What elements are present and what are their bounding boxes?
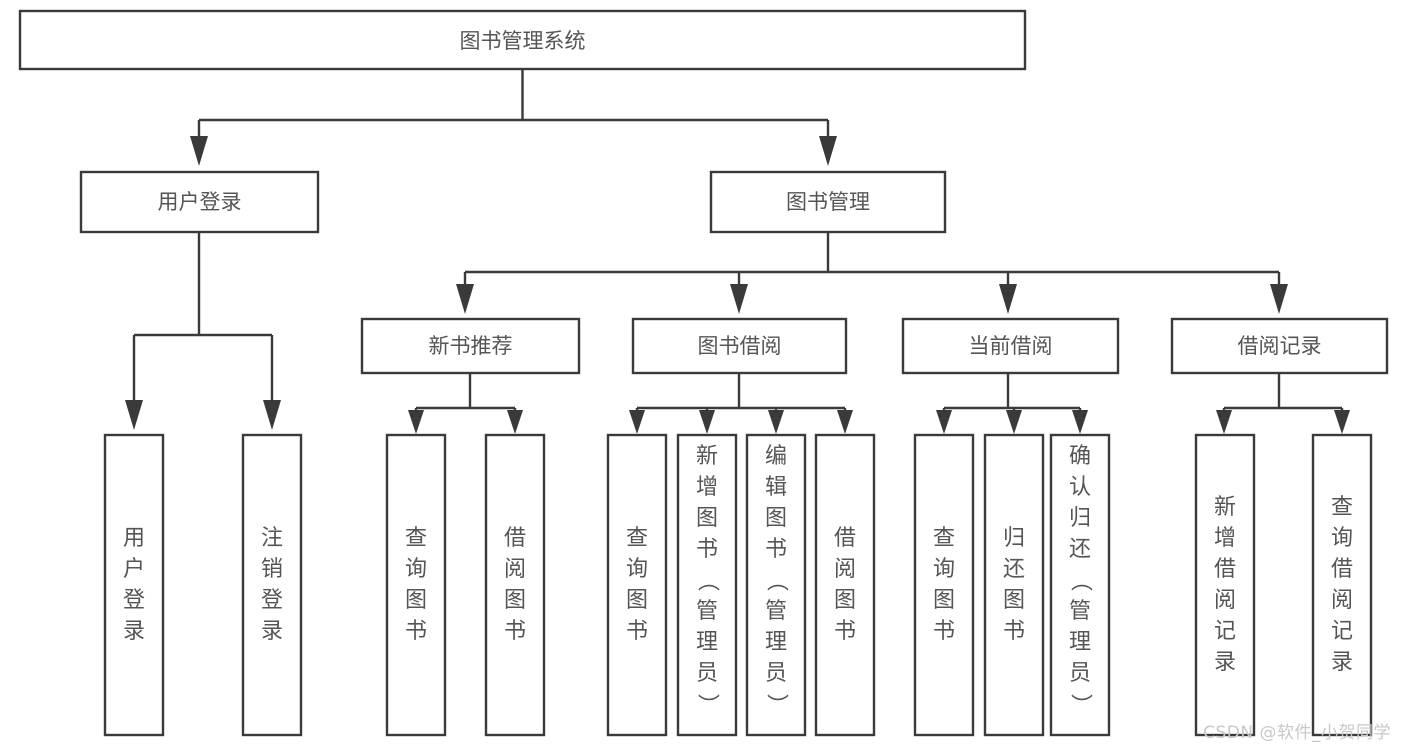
arrow-head-book-management [819,136,837,166]
node-user-login-box[interactable] [79,170,320,234]
node-book-management[interactable]: 图书管理 [709,170,947,234]
node-book-borrow[interactable]: 图书借阅 [631,317,848,375]
node-leaf-confirm-return-box[interactable] [1049,433,1111,737]
leaf-box-group [103,433,1373,737]
node-book-borrow-box[interactable] [631,317,848,375]
node-leaf-query-book-recommend-box[interactable] [385,433,447,737]
node-current-borrow-label: 当前借阅 [969,334,1053,358]
node-leaf-add-borrow-record-box[interactable] [1194,433,1256,737]
node-new-book-recommend[interactable]: 新书推荐 [360,317,581,375]
arrow-head-leaf-logout-login [263,400,281,430]
node-leaf-query-book-current-box[interactable] [913,433,975,737]
node-book-management-label: 图书管理 [786,190,870,214]
arrow-head-leaf-borrow-book [837,410,853,434]
connector-group-user-login-to-leaves [125,232,281,430]
arrow-head-leaf-query-book-current [936,410,952,434]
arrow-head-leaf-confirm-return [1072,410,1088,434]
node-leaf-return-book-box[interactable] [983,433,1045,737]
arrow-head-borrow-record [1270,284,1288,314]
node-book-borrow-label: 图书借阅 [698,334,782,358]
node-leaf-query-borrow-record-box[interactable] [1311,433,1373,737]
connector-group-borrow-record-to-leaves [1216,373,1350,434]
node-current-borrow[interactable]: 当前借阅 [901,317,1120,375]
arrow-head-leaf-borrow-book-recommend [507,410,523,434]
node-book-management-box[interactable] [709,170,947,234]
arrow-head-current-borrow [999,284,1017,314]
node-user-login-label: 用户登录 [158,190,242,214]
node-leaf-add-book-box[interactable] [676,433,738,737]
node-borrow-record-label: 借阅记录 [1238,334,1322,358]
arrow-head-user-login [190,136,208,166]
arrow-head-leaf-query-book-recommend [408,410,424,434]
connector-group-new-book-recommend-to-leaves [408,373,523,434]
node-leaf-edit-book-box[interactable] [745,433,807,737]
node-new-book-recommend-label: 新书推荐 [429,334,513,358]
connector-group-book-management-to-level2 [456,232,1288,314]
node-leaf-query-book-borrow-box[interactable] [606,433,668,737]
arrow-head-leaf-add-book [699,410,715,434]
node-leaf-user-login-box[interactable] [103,433,165,737]
node-new-book-recommend-box[interactable] [360,317,581,375]
arrow-head-leaf-add-borrow-record [1216,410,1232,434]
node-borrow-record[interactable]: 借阅记录 [1170,317,1389,375]
node-root[interactable]: 图书管理系统 [18,9,1027,71]
node-leaf-borrow-book-box[interactable] [814,433,876,737]
connector-group-current-borrow-to-leaves [936,373,1088,434]
node-leaf-logout-login-box[interactable] [241,433,303,737]
connector-group-book-borrow-to-leaves [629,373,853,434]
arrow-head-leaf-user-login [125,400,143,430]
node-current-borrow-box[interactable] [901,317,1120,375]
arrow-head-leaf-return-book [1006,410,1022,434]
node-borrow-record-box[interactable] [1170,317,1389,375]
watermark-text: CSDN @软件_小贺同学 [1203,723,1391,743]
arrow-head-leaf-query-borrow-record [1334,410,1350,434]
connector-group-root-to-level1 [190,69,837,166]
arrow-head-book-borrow [730,284,748,314]
node-root-label: 图书管理系统 [460,29,586,53]
arrow-head-new-book-recommend [456,284,474,314]
node-leaf-borrow-book-recommend-box[interactable] [484,433,546,737]
node-root-box[interactable] [18,9,1027,71]
node-user-login[interactable]: 用户登录 [79,170,320,234]
arrow-head-leaf-query-book-borrow [629,410,645,434]
arrow-head-leaf-edit-book [768,410,784,434]
